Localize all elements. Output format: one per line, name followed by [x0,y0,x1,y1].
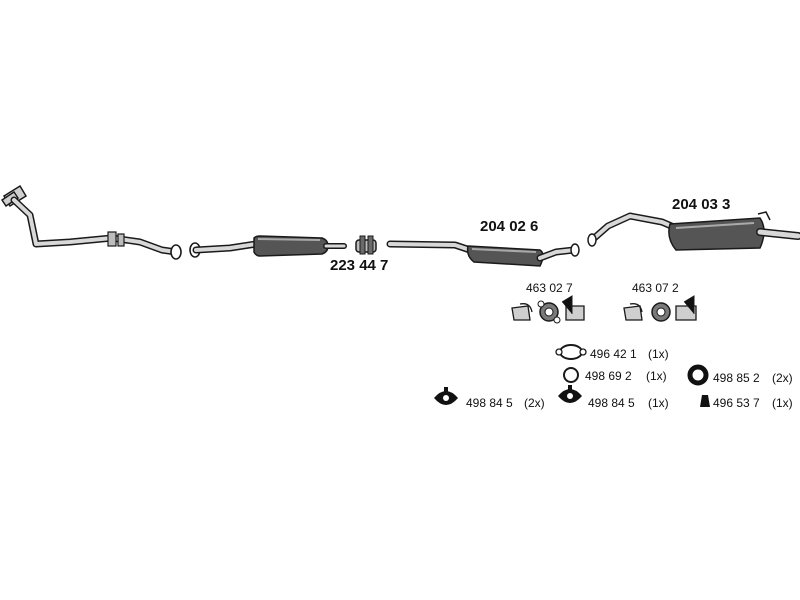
hardware-qty-498845-a: (2x) [524,396,545,410]
mounting-kit-463027-icon [511,295,585,324]
gasket-icon [555,344,587,360]
clamp-223447-icon [355,235,377,255]
label-463027: 463 02 7 [526,281,573,295]
rubber-mount-icon [558,385,582,403]
hardware-qty-498692: (1x) [646,369,667,383]
hardware-code-498852: 498 85 2 [713,371,760,385]
rubber-mount-icon [434,387,458,405]
center-silencer-icon [386,240,580,267]
hardware-qty-496537: (1x) [772,396,793,410]
middle-silencer-icon [189,235,347,258]
rubber-ring-icon [687,364,709,386]
label-463072: 463 07 2 [632,281,679,295]
hardware-code-496537: 496 53 7 [713,396,760,410]
label-204033: 204 03 3 [672,196,730,213]
hardware-qty-496421: (1x) [648,347,669,361]
hardware-code-498692: 498 69 2 [585,369,632,383]
ring-icon [563,367,579,383]
hardware-code-498845-a: 498 84 5 [466,396,513,410]
front-pipe-icon [0,184,182,260]
hardware-code-498845-b: 498 84 5 [588,396,635,410]
hardware-qty-498852: (2x) [772,371,793,385]
label-204026: 204 02 6 [480,218,538,235]
rear-silencer-icon [587,211,800,251]
hardware-code-496421: 496 42 1 [590,347,637,361]
mounting-kit-463072-icon [623,295,697,322]
hardware-qty-498845-b: (1x) [648,396,669,410]
label-223447: 223 44 7 [330,257,388,274]
buffer-icon [700,395,710,407]
